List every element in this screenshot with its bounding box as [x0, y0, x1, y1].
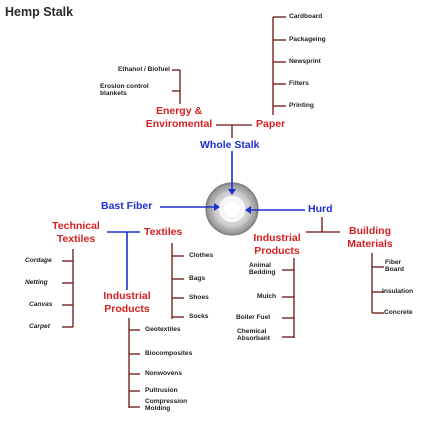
technical-textiles-item: Cordage: [25, 257, 52, 264]
industrial-right-item: Animal Bedding: [249, 262, 276, 277]
industrial-right-item: Chemical Absorbant: [237, 328, 270, 343]
industrial-products-left-label: Industrial Products: [103, 290, 151, 315]
blue-connectors: [107, 151, 305, 290]
building-materials-label: Building Materials: [347, 225, 393, 250]
whole-stalk-label: Whole Stalk: [200, 139, 260, 151]
paper-item: Cardboard: [289, 13, 323, 20]
building-item: Insulation: [382, 288, 414, 295]
industrial-left-item: Compression Molding: [145, 398, 188, 413]
paper-category-label: Paper: [256, 118, 286, 130]
hurd-label: Hurd: [308, 203, 333, 215]
paper-item: Packageing: [289, 36, 326, 43]
industrial-left-item: Nonwovens: [145, 370, 183, 377]
bast-fiber-label: Bast Fiber: [101, 200, 153, 212]
industrial-right-item: Mulch: [257, 293, 277, 300]
energy-item: Erosion control blankets: [100, 83, 149, 98]
technical-textiles-item: Carpet: [29, 323, 50, 330]
energy-category-label: Energy & Enviromental: [145, 105, 213, 130]
industrial-products-right-label: Industrial Products: [253, 232, 301, 257]
energy-item: Ethanol / Biofuel: [117, 66, 170, 73]
technical-textiles-item: Canvas: [29, 301, 53, 308]
textiles-label: Textiles: [144, 226, 183, 238]
dark-red-connectors: [62, 16, 384, 408]
textiles-item: Bags: [189, 275, 206, 282]
blue-arrowheads: [214, 189, 251, 214]
industrial-left-item: Biocomposites: [145, 350, 193, 357]
stalk-cross-section-icon: [205, 182, 259, 236]
technical-textiles-item: Netting: [25, 279, 48, 286]
paper-item: Newsprint: [289, 58, 321, 65]
paper-item: Filters: [289, 80, 309, 87]
textiles-item: Shoes: [189, 294, 209, 301]
industrial-right-item: Boiler Fuel: [236, 314, 271, 321]
building-item: Fiber Board: [385, 259, 405, 274]
industrial-left-item: Pultrusion: [145, 387, 178, 394]
textiles-item: Socks: [189, 313, 209, 320]
page-title: Hemp Stalk: [5, 5, 74, 19]
textiles-item: Clothes: [189, 252, 214, 259]
paper-item: Printing: [289, 102, 314, 109]
industrial-left-item: Geotextiles: [145, 326, 181, 333]
building-item: Concrete: [384, 309, 413, 316]
technical-textiles-label: Technical Textiles: [52, 220, 100, 245]
